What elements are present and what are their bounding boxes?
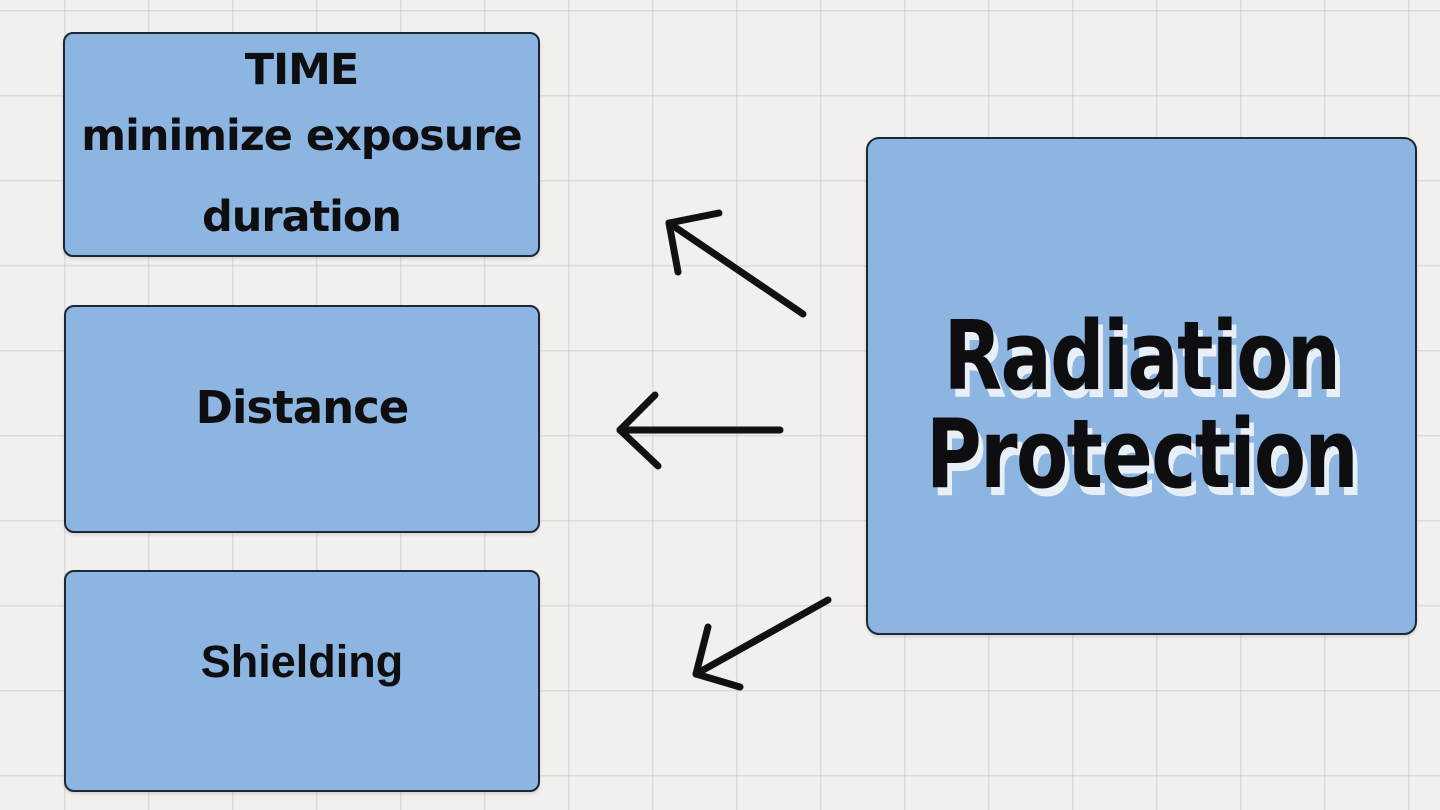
- time-box-subtitle-2: duration: [201, 192, 402, 242]
- arrow-to-time-icon: [665, 209, 807, 318]
- arrow-to-distance-icon: [616, 391, 784, 470]
- radiation-protection-title-line1: Radiation: [943, 302, 1341, 412]
- distance-box: Distance: [64, 305, 540, 533]
- radiation-protection-title: Radiation Protection: [923, 308, 1361, 504]
- time-box-title: TIME: [244, 45, 360, 95]
- time-box: TIME minimize exposure duration: [63, 32, 540, 257]
- shielding-box-label: Shielding: [200, 636, 404, 687]
- distance-box-label: Distance: [195, 381, 410, 434]
- radiation-protection-box: Radiation Protection: [866, 137, 1417, 635]
- shielding-box: Shielding: [64, 570, 540, 792]
- radiation-protection-title-line2: Protection: [925, 400, 1359, 510]
- time-box-subtitle: minimize exposure: [81, 111, 522, 161]
- arrow-to-shielding-icon: [692, 596, 832, 691]
